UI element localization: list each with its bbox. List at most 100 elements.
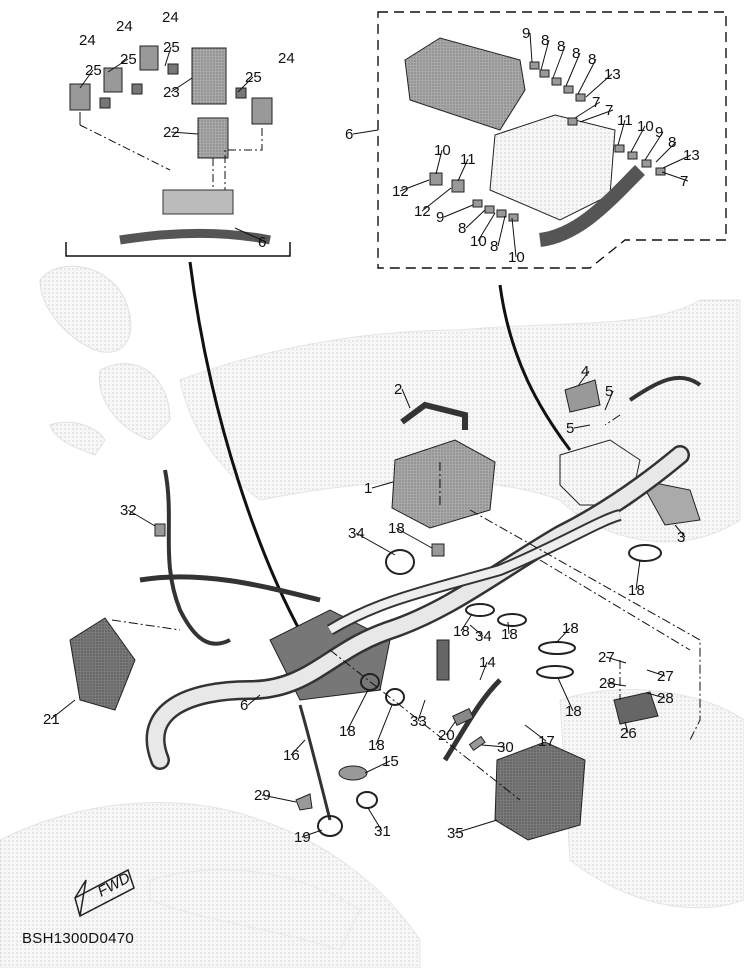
callout-24: 24	[278, 50, 295, 67]
callout-leader	[662, 154, 692, 169]
callout-leader	[577, 370, 590, 387]
callout-leader	[127, 509, 156, 527]
callout-13: 13	[683, 147, 700, 164]
relay-harness-block	[162, 189, 234, 215]
harness-branch	[119, 228, 271, 245]
leader-inset-right	[498, 284, 572, 451]
callout-leader	[624, 721, 629, 734]
callout-8: 8	[557, 38, 565, 55]
callout-11: 11	[460, 151, 476, 168]
callout-10: 10	[470, 233, 487, 250]
callout-leader	[574, 101, 601, 119]
battery-1	[391, 439, 496, 529]
relay-22	[197, 117, 229, 159]
callout-10: 10	[434, 142, 451, 159]
callout-13: 13	[604, 66, 621, 83]
callout-leader	[375, 704, 393, 746]
callout-12: 12	[392, 183, 409, 200]
callout-leader	[655, 141, 677, 163]
callout-11: 11	[617, 112, 633, 129]
callout-leader	[481, 744, 506, 748]
callout-8: 8	[588, 51, 596, 68]
callout-leader	[290, 739, 306, 756]
callout-leader	[617, 119, 626, 146]
callout-20: 20	[438, 727, 455, 744]
callout-leader	[565, 52, 581, 87]
callout-leader	[170, 77, 193, 93]
callout-9: 9	[655, 124, 663, 141]
callout-leader	[661, 171, 689, 182]
callout-31: 31	[374, 823, 391, 840]
callout-26: 26	[620, 725, 637, 742]
callout-leader	[50, 699, 76, 720]
ecu-21	[69, 617, 136, 711]
callout-16: 16	[283, 747, 300, 764]
callout-18: 18	[453, 623, 470, 640]
callout-25: 25	[120, 51, 137, 68]
callout-2: 2	[394, 381, 402, 398]
part-4	[564, 379, 601, 413]
callout-leader	[457, 158, 469, 182]
callout-leader	[511, 217, 517, 258]
callout-18: 18	[562, 620, 579, 637]
callout-28: 28	[657, 690, 674, 707]
callout-8: 8	[490, 238, 498, 255]
callout-33: 33	[410, 713, 427, 730]
background-frame	[0, 265, 744, 968]
callout-leader	[301, 829, 323, 838]
callout-18: 18	[628, 582, 645, 599]
callout-24: 24	[162, 9, 179, 26]
callout-leader	[579, 109, 614, 123]
callout-leader	[605, 656, 627, 664]
callout-leader	[261, 794, 297, 803]
callout-8: 8	[541, 32, 549, 49]
callout-21: 21	[43, 711, 60, 728]
callout-leader	[460, 613, 473, 632]
callout-14: 14	[479, 654, 496, 671]
callout-8: 8	[668, 134, 676, 151]
callout-leader	[164, 46, 172, 67]
callout-7: 7	[680, 173, 688, 190]
part-26	[613, 691, 659, 725]
callout-9: 9	[436, 209, 444, 226]
callout-leader	[477, 212, 496, 242]
battery-band-2	[400, 401, 468, 430]
callout-leader	[577, 58, 597, 95]
callout-7: 7	[592, 94, 600, 111]
callout-30: 30	[497, 739, 514, 756]
callout-leader	[234, 227, 267, 243]
callout-25: 25	[85, 62, 102, 79]
callout-1: 1	[364, 480, 372, 497]
callout-leader	[557, 677, 574, 712]
callout-leader	[395, 527, 433, 549]
callout-leader	[367, 807, 383, 832]
main-assembly	[69, 375, 702, 841]
callout-leader	[170, 131, 199, 135]
callout-34: 34	[475, 628, 492, 645]
callout-leader	[469, 624, 484, 637]
callout-8: 8	[572, 45, 580, 62]
callout-leader	[646, 669, 666, 677]
callout-15: 15	[382, 753, 399, 770]
callout-leader	[646, 692, 666, 699]
relay-cover-23	[191, 47, 227, 105]
leader-inset-left	[188, 261, 307, 641]
callout-27: 27	[598, 649, 615, 666]
callout-9: 9	[522, 25, 530, 42]
callout-29: 29	[254, 787, 271, 804]
callout-8: 8	[458, 220, 466, 237]
reference-lines	[111, 414, 701, 801]
callout-leader	[417, 699, 426, 722]
callout-leader	[604, 390, 614, 411]
callout-leader	[555, 627, 571, 644]
callout-leader	[237, 76, 254, 93]
callout-leader	[399, 179, 430, 192]
callout-19: 19	[294, 829, 311, 846]
callout-leader	[635, 559, 641, 591]
callout-leader	[465, 209, 486, 229]
callout-4: 4	[581, 363, 589, 380]
callout-leader	[371, 481, 394, 489]
callout-leader	[79, 69, 94, 89]
callout-18: 18	[501, 626, 518, 643]
callout-leader	[445, 721, 456, 736]
